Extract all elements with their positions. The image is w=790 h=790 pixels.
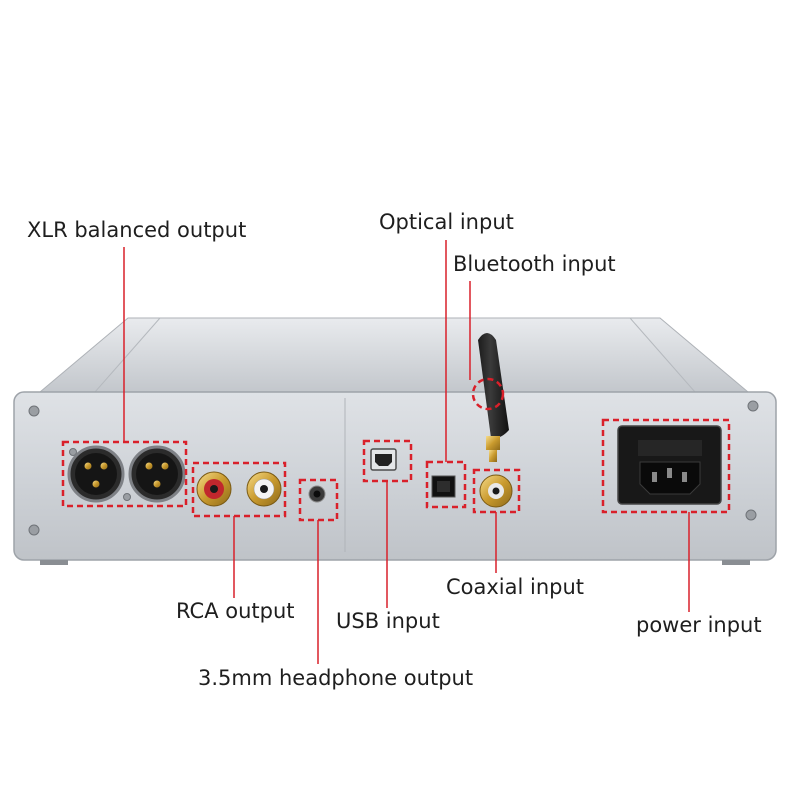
- dac-chassis: [13, 317, 777, 565]
- label-coaxial-input: Coaxial input: [446, 575, 585, 599]
- xlr-connector-right: [128, 445, 186, 503]
- screw: [69, 448, 77, 456]
- xlr-connector-left: [67, 445, 125, 503]
- coaxial-jack: [479, 474, 513, 508]
- label-power-input: power input: [636, 613, 762, 637]
- optical-port: [431, 475, 456, 498]
- callout-box-rca: [191, 461, 287, 518]
- label-rca-output: RCA output: [176, 599, 295, 623]
- bluetooth-antenna: [478, 333, 509, 462]
- headphone-jack: [308, 485, 326, 503]
- screw: [28, 405, 40, 417]
- screw: [123, 493, 131, 501]
- usb-b-port: [370, 448, 397, 471]
- label-bluetooth-input: Bluetooth input: [453, 252, 616, 276]
- screw: [28, 524, 40, 536]
- rca-jack-white: [246, 471, 282, 507]
- label-usb-input: USB input: [336, 609, 440, 633]
- callout-box-power: [601, 418, 731, 514]
- screw: [745, 509, 757, 521]
- iec-power-socket: [617, 425, 722, 505]
- callout-box-coaxial: [472, 468, 521, 514]
- callout-circle-bluetooth: [471, 377, 505, 411]
- callout-box-optical: [425, 460, 467, 509]
- label-optical-input: Optical input: [379, 210, 514, 234]
- screw: [747, 400, 759, 412]
- rca-jack-red: [196, 471, 232, 507]
- label-xlr-balanced-output: XLR balanced output: [27, 218, 247, 242]
- label-headphone-output: 3.5mm headphone output: [198, 666, 474, 690]
